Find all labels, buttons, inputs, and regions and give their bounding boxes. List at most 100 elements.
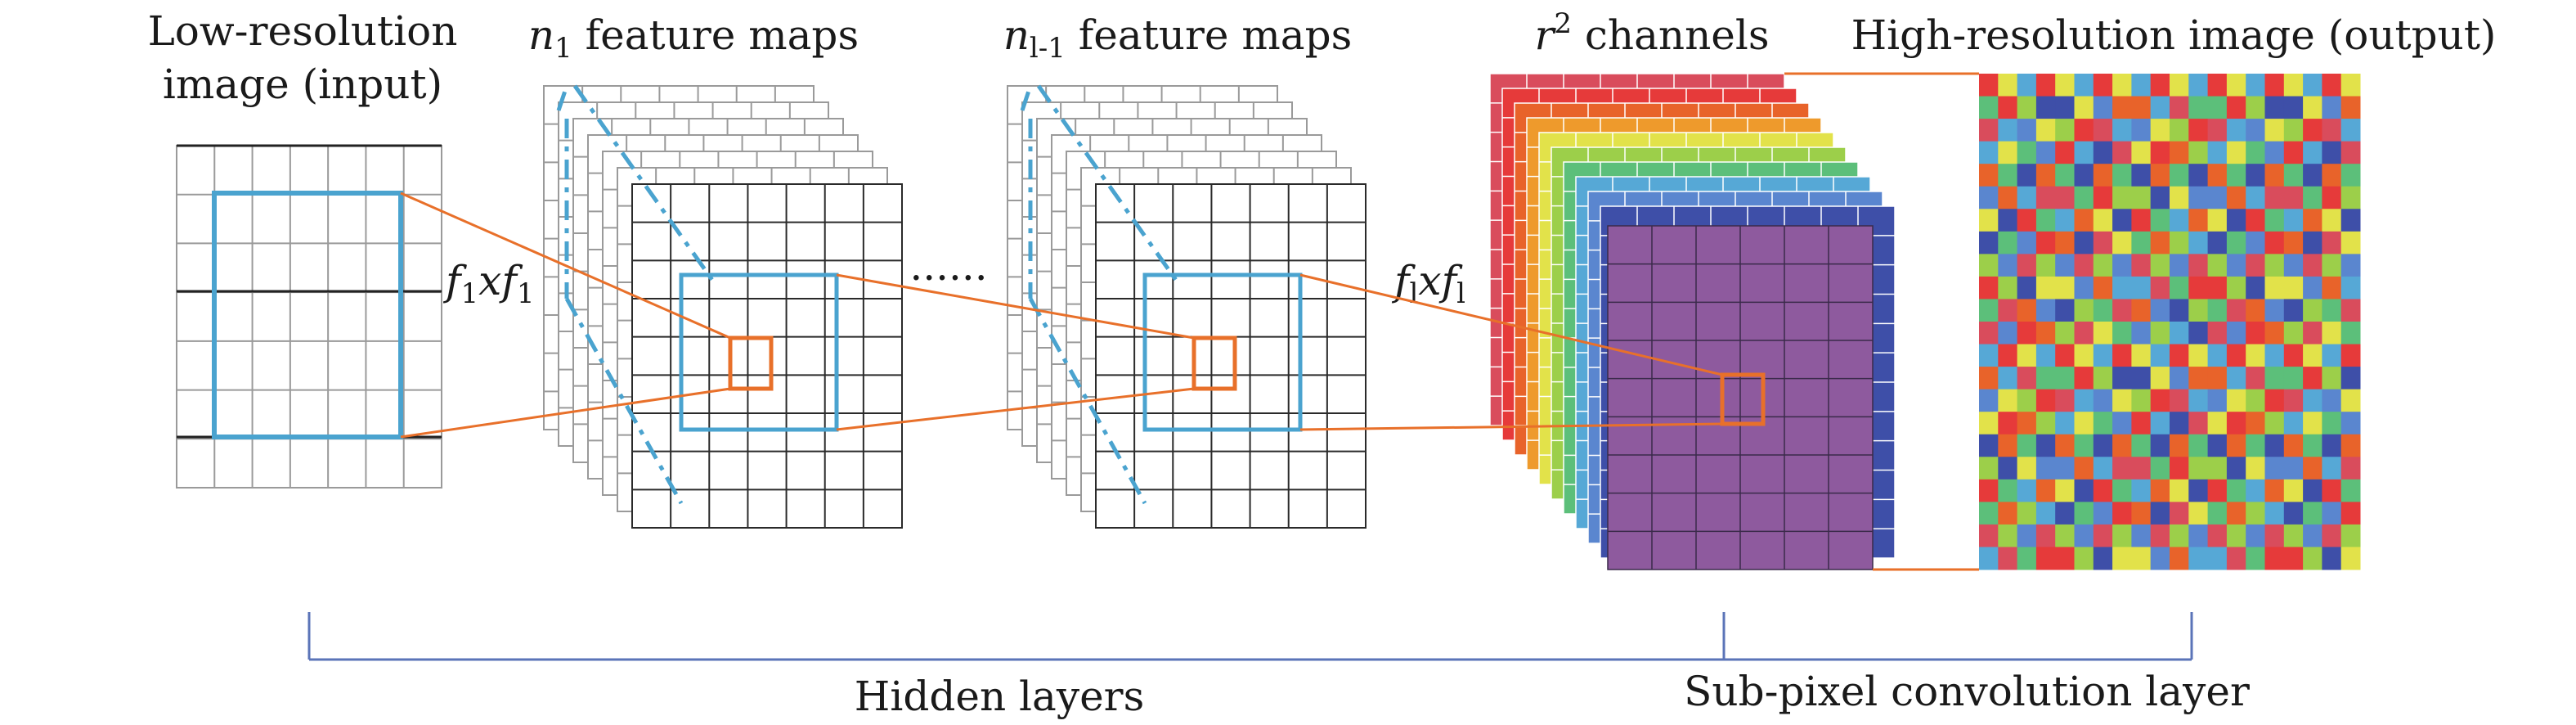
output-pixel [2322, 276, 2342, 299]
output-pixel [2246, 322, 2265, 345]
output-pixel [2340, 299, 2361, 322]
output-pixel [2207, 141, 2228, 164]
output-pixel [2303, 119, 2322, 142]
output-pixel [2303, 276, 2322, 299]
output-pixel [2150, 389, 2170, 412]
output-pixel [1979, 502, 1999, 525]
output-pixel [2207, 96, 2228, 119]
output-pixel [2112, 412, 2132, 435]
output-pixel [2303, 322, 2322, 345]
output-pixel [2074, 434, 2094, 457]
output-pixel [2188, 299, 2209, 322]
output-pixel [1979, 434, 1999, 457]
connector-ch-top [1299, 273, 1723, 376]
output-pixel [2055, 344, 2075, 367]
nl1-text: feature maps [1066, 11, 1352, 59]
output-pixel [2188, 389, 2209, 412]
output-pixel [2093, 322, 2113, 345]
output-pixel [2131, 389, 2152, 412]
output-pixel [2074, 74, 2094, 97]
nl1-kernel [1192, 335, 1237, 391]
output-pixel [2131, 141, 2152, 164]
output-pixel [2340, 276, 2361, 299]
output-pixel [2112, 119, 2132, 142]
output-pixel [2264, 502, 2285, 525]
output-pixel [2322, 479, 2342, 502]
output-pixel [2112, 96, 2132, 119]
output-pixel [2246, 141, 2265, 164]
output-pixel [2035, 412, 2056, 435]
output-pixel [2131, 299, 2152, 322]
input-grid-cells [176, 145, 442, 489]
output-pixel [2017, 299, 2037, 322]
output-pixel [2226, 524, 2246, 547]
output-pixel [2170, 186, 2189, 209]
output-pixel [1998, 119, 2018, 142]
output-pixel [2131, 96, 2152, 119]
output-pixel [2035, 141, 2056, 164]
output-pixel [2246, 74, 2265, 97]
n1-feature-maps-label: n1 feature maps [528, 11, 859, 65]
output-pixel [2226, 389, 2246, 412]
output-pixel [2322, 96, 2342, 119]
output-pixel [2303, 344, 2322, 367]
output-pixel [2093, 344, 2113, 367]
output-pixel [2322, 367, 2342, 390]
output-pixel [2322, 412, 2342, 435]
output-pixel [2322, 209, 2342, 232]
nl1-map-7 [1095, 183, 1367, 529]
output-pixel [1998, 164, 2018, 187]
output-pixel [2246, 276, 2265, 299]
filter1-sub2: 1 [517, 277, 535, 310]
output-pixel [2074, 164, 2094, 187]
output-pixel [2035, 479, 2056, 502]
output-pixel [1998, 276, 2018, 299]
output-pixel [2170, 457, 2189, 480]
output-pixel [2112, 164, 2132, 187]
output-pixel [2112, 254, 2132, 277]
output-pixel [2035, 434, 2056, 457]
output-pixel [2093, 96, 2113, 119]
output-pixel [2283, 299, 2304, 322]
output-pixel [2112, 186, 2132, 209]
output-pixel [2283, 344, 2304, 367]
output-pixel [2170, 322, 2189, 345]
output-pixel [1998, 344, 2018, 367]
output-pixel [2264, 164, 2285, 187]
output-pixel [2226, 479, 2246, 502]
output-pixel [2188, 524, 2209, 547]
output-pixel [2170, 412, 2189, 435]
filter1-sub: 1 [461, 277, 479, 310]
output-pixel [2055, 74, 2075, 97]
output-pixel [2246, 412, 2265, 435]
nl1-symbol: n [1003, 11, 1030, 59]
output-pixel [2226, 186, 2246, 209]
output-pixel [2017, 322, 2037, 345]
output-pixel [2035, 96, 2056, 119]
input-receptive-field [212, 191, 403, 439]
output-pixel [1979, 547, 1999, 570]
output-pixel [2093, 389, 2113, 412]
output-pixel [2150, 276, 2170, 299]
filter1-label: f1xf1 [442, 257, 535, 310]
output-pixel [2264, 254, 2285, 277]
output-pixel [2150, 479, 2170, 502]
output-pixel [2112, 457, 2132, 480]
output-pixel [2170, 231, 2189, 254]
output-pixel [2035, 164, 2056, 187]
output-pixel [2093, 141, 2113, 164]
output-pixel [2246, 547, 2265, 570]
output-pixel [1998, 231, 2018, 254]
output-pixel [2322, 457, 2342, 480]
output-pixel [2093, 276, 2113, 299]
output-pixel [1979, 74, 1999, 97]
output-pixel [2207, 119, 2228, 142]
output-pixel [2246, 254, 2265, 277]
output-pixel [1998, 367, 2018, 390]
channel-front [1607, 225, 1874, 570]
output-pixel [2264, 299, 2285, 322]
output-pixel [2170, 502, 2189, 525]
output-pixel [2207, 164, 2228, 187]
output-pixel [2303, 209, 2322, 232]
output-pixel [2188, 434, 2209, 457]
